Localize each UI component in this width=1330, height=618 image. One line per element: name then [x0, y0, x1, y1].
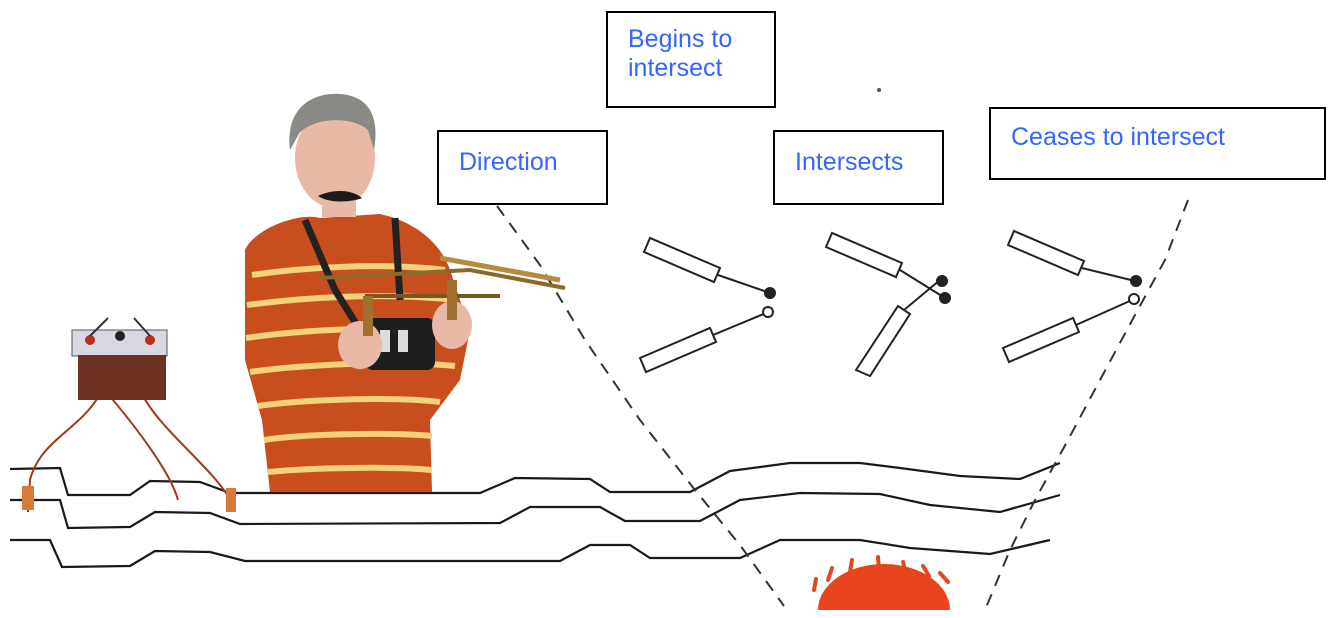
rod-diagram-ceases — [1001, 229, 1142, 364]
dowsing-rod-icon — [319, 255, 566, 336]
label-intersects: Intersects — [773, 130, 944, 205]
label-ceases-to-intersect: Ceases to intersect — [989, 107, 1326, 180]
battery-box-icon — [22, 317, 236, 513]
sun-source-icon — [812, 555, 950, 610]
stratum-line-1 — [9, 461, 1061, 497]
label-begins-to-intersect: Begins to intersect — [606, 11, 776, 108]
label-direction-text: Direction — [459, 148, 558, 176]
stratum-line-3 — [10, 538, 1051, 569]
left-boundary-dashed — [496, 205, 785, 607]
stratum-line-2 — [10, 491, 1061, 530]
speck — [877, 88, 881, 92]
right-boundary-dashed — [984, 199, 1189, 611]
ground-strata — [9, 461, 1061, 569]
label-direction: Direction — [437, 130, 608, 205]
rod-diagram-intersects — [824, 231, 951, 378]
rod-diagram-begins — [638, 236, 776, 374]
label-begins-line: Begins to intersect — [628, 25, 733, 82]
man-operator — [245, 93, 566, 492]
label-ceases-text: Ceases to intersect — [1011, 123, 1225, 151]
label-intersects-text: Intersects — [795, 148, 904, 176]
